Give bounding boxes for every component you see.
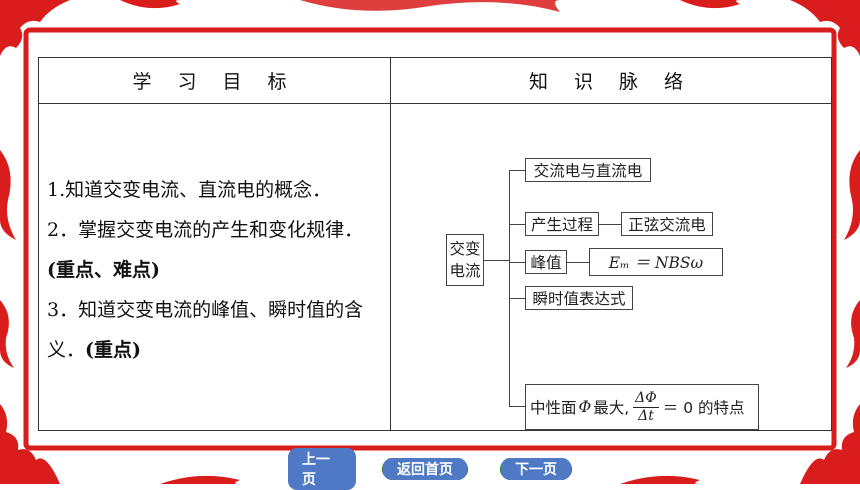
root-line-1: 交变 — [449, 240, 481, 258]
content-table: 学 习 目 标 知 识 脉 络 1.知道交变电流、直流电的概念． 2．掌握交变电… — [38, 57, 832, 431]
fraction: ΔΦ Δt — [633, 390, 659, 425]
branch-4 — [509, 298, 525, 300]
goal-2: 2．掌握交变电流的产生和变化规律． (重点、难点) — [47, 210, 383, 290]
goals-column: 1.知道交变电流、直流电的概念． 2．掌握交变电流的产生和变化规律． (重点、难点… — [39, 104, 391, 430]
knowledge-diagram: 交变 电流 交流电与直流电 产生过程 正弦交流电 峰值 Eₘ ＝ NBSω 瞬时… — [391, 104, 831, 430]
node-ac-dc: 交流电与直流电 — [525, 158, 651, 182]
trunk-line — [509, 170, 511, 406]
goals-list: 1.知道交变电流、直流电的概念． 2．掌握交变电流的产生和变化规律． (重点、难点… — [47, 170, 383, 370]
goal-1-text: 1.知道交变电流、直流电的概念． — [47, 179, 332, 201]
diagram-root: 交变 电流 — [446, 234, 484, 286]
branch-1 — [509, 170, 525, 172]
zero-feature-label: ＝ 0 的特点 — [662, 399, 745, 417]
link-peak — [567, 262, 589, 264]
prev-page-button[interactable]: 上一页 — [288, 448, 356, 490]
goal-2-emphasis: (重点、难点) — [47, 259, 160, 281]
fraction-denominator: Δt — [638, 407, 654, 424]
next-page-button[interactable]: 下一页 — [500, 458, 572, 480]
goal-3: 3．知道交变电流的峰值、瞬时值的含义．(重点) — [47, 290, 383, 370]
root-connector — [484, 260, 509, 262]
next-page-label: 下一页 — [501, 458, 571, 480]
branch-2 — [509, 224, 525, 226]
root-line-2: 电流 — [449, 262, 481, 280]
home-label: 返回首页 — [383, 458, 467, 480]
node-sinusoidal: 正弦交流电 — [621, 212, 713, 236]
header-knowledge-map: 知 识 脉 络 — [391, 58, 831, 104]
node-neutral-plane: 中性面 Φ 最大, ΔΦ Δt ＝ 0 的特点 — [525, 384, 759, 430]
fraction-numerator: ΔΦ — [633, 389, 659, 408]
branch-5 — [509, 406, 525, 408]
phi-symbol: Φ — [578, 398, 592, 416]
node-generation: 产生过程 — [525, 212, 599, 236]
neutral-plane-label: 中性面 — [530, 399, 577, 417]
link-generation — [599, 224, 621, 226]
max-label: 最大, — [593, 399, 630, 417]
goal-2-text: 2．掌握交变电流的产生和变化规律． — [47, 219, 364, 241]
goal-3-text: 3．知道交变电流的峰值、瞬时值的含义． — [47, 299, 364, 361]
node-peak: 峰值 — [525, 250, 567, 274]
prev-page-label: 上一页 — [288, 448, 356, 490]
node-peak-formula: Eₘ ＝ NBSω — [589, 248, 723, 276]
branch-3 — [509, 262, 525, 264]
header-learning-goals: 学 习 目 标 — [39, 58, 391, 104]
goal-1: 1.知道交变电流、直流电的概念． — [47, 170, 383, 210]
home-button[interactable]: 返回首页 — [382, 458, 468, 480]
branch-5-top — [509, 336, 511, 406]
node-instantaneous: 瞬时值表达式 — [525, 286, 633, 310]
goal-3-emphasis: (重点) — [85, 339, 141, 361]
